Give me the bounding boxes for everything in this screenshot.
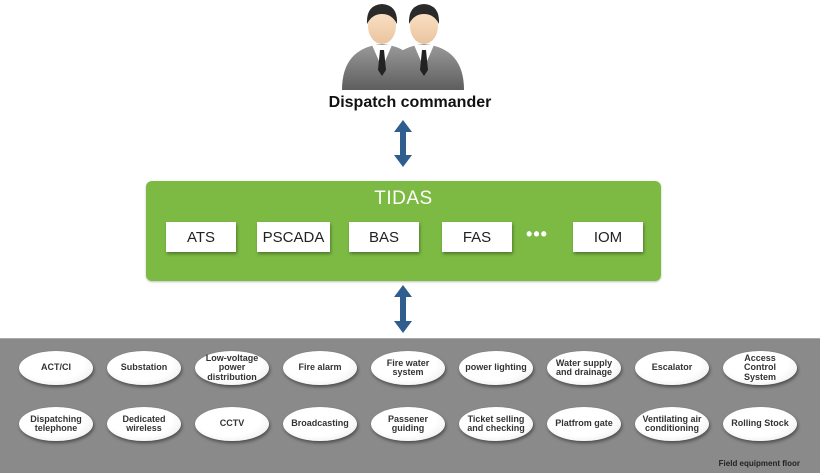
field-item-escalator: Escalator [635, 351, 709, 385]
subsystem-ats: ATS [166, 222, 236, 252]
field-item-ventilating-air-conditioning: Ventilating air conditioning [635, 407, 709, 441]
field-item-dedicated-wireless: Dedicated wireless [107, 407, 181, 441]
field-item-ticket-selling-checking: Ticket selling and checking [459, 407, 533, 441]
subsystem-fas: FAS [442, 222, 512, 252]
person-icon [384, 4, 464, 90]
field-item-rolling-stock: Rolling Stock [723, 407, 797, 441]
field-item-low-voltage-power-distribution: Low-voltage power distribution [195, 351, 269, 385]
field-item-dispatching-telephone: Dispatching telephone [19, 407, 93, 441]
double-arrow-icon [394, 285, 412, 333]
field-item-water-supply-drainage: Water supply and drainage [547, 351, 621, 385]
commander-people-icon [342, 4, 464, 90]
tidas-title: TIDAS [374, 188, 433, 209]
field-equipment-floor-label: Field equipment floor [718, 459, 800, 468]
double-arrow-icon [394, 120, 412, 167]
field-item-broadcasting: Broadcasting [283, 407, 357, 441]
field-item-fire-water-system: Fire water system [371, 351, 445, 385]
subsystem-pscada: PSCADA [257, 222, 330, 252]
subsystem-iom: IOM [573, 222, 643, 252]
field-item-passenger-guiding: Passener guiding [371, 407, 445, 441]
tidas-platform: TIDAS ATS PSCADA BAS FAS ••• IOM [146, 181, 661, 281]
more-subsystems-ellipsis: ••• [526, 224, 548, 244]
field-item-cctv: CCTV [195, 407, 269, 441]
field-equipment-panel: ACT/CI Substation Low-voltage power dist… [0, 338, 820, 473]
dispatch-commander-label: Dispatch commander [328, 94, 492, 111]
field-item-access-control-system: Access Control System [723, 351, 797, 385]
field-item-substation: Substation [107, 351, 181, 385]
field-item-platform-gate: Platfrom gate [547, 407, 621, 441]
field-item-fire-alarm: Fire alarm [283, 351, 357, 385]
field-item-act-ci: ACT/CI [19, 351, 93, 385]
subsystem-bas: BAS [349, 222, 419, 252]
field-item-power-lighting: power lighting [459, 351, 533, 385]
